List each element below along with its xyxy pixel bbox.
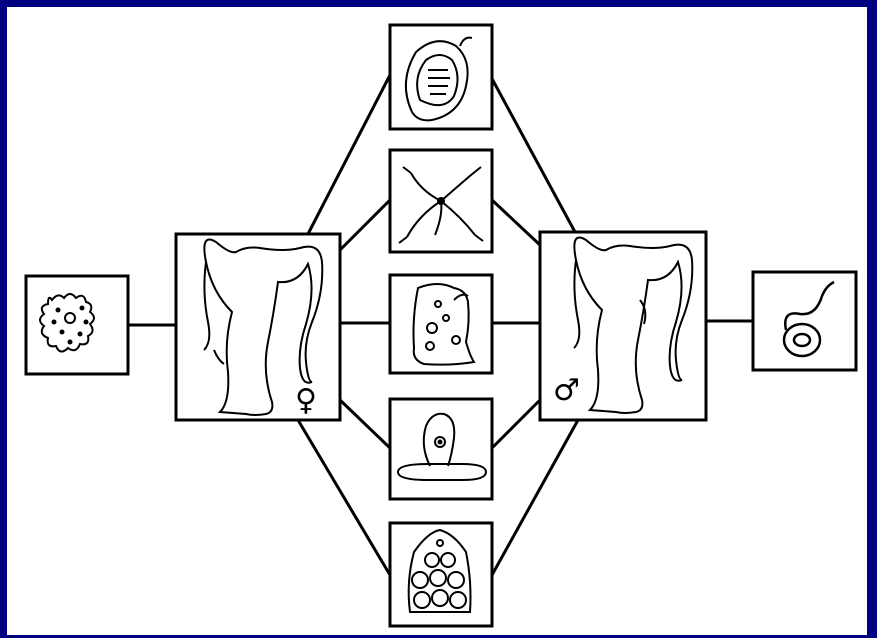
middle-box-3 bbox=[390, 275, 492, 373]
connector-bottom-to-male bbox=[492, 420, 578, 575]
connector-female-to-nerve bbox=[340, 200, 390, 250]
connector-epithelial-to-male bbox=[492, 400, 540, 448]
female-symbol: ♀ bbox=[295, 383, 317, 418]
connector-nerve-to-male bbox=[492, 200, 540, 245]
connector-female-to-top bbox=[308, 75, 390, 234]
male-symbol: ♂ bbox=[553, 373, 580, 408]
connector-female-to-bottom bbox=[298, 420, 390, 575]
connector-female-to-epithelial bbox=[340, 400, 390, 448]
middle-box-5 bbox=[390, 523, 492, 626]
left-box bbox=[26, 276, 128, 374]
